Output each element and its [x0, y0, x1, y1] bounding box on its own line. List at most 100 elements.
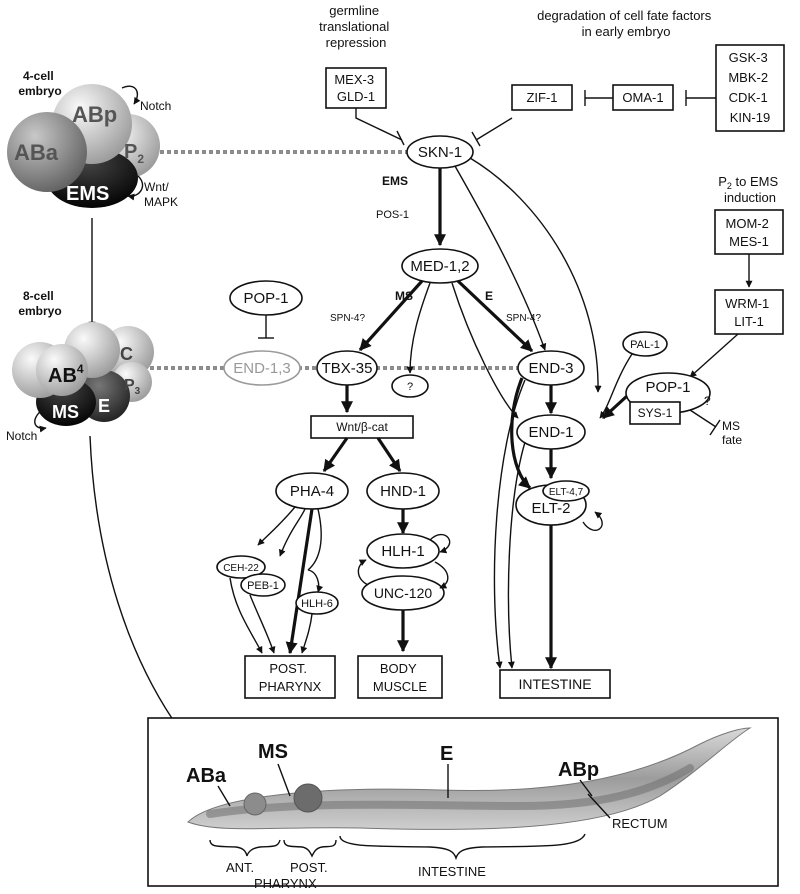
end1-label: END-1	[528, 424, 573, 441]
wrm1-label: WRM-1	[725, 296, 769, 311]
body-muscle-box	[357, 655, 443, 699]
peb1-label: PEB-1	[247, 580, 279, 592]
hlh6-label: HLH-6	[301, 598, 333, 610]
elt2-label: ELT-2	[532, 500, 571, 517]
unknown-ms-link: ?	[704, 394, 711, 408]
med12-to-end1	[451, 282, 519, 419]
pal1-label: PAL-1	[630, 339, 660, 351]
notch-label-4cell: Notch	[140, 99, 171, 113]
zif1-box	[511, 84, 573, 111]
end1-to-intestine	[507, 441, 526, 669]
sys1-box	[629, 401, 681, 425]
mex3-inhibits-skn1	[355, 108, 403, 141]
wnt-to-pha4	[322, 437, 349, 472]
mbk2-label: MBK-2	[728, 70, 768, 85]
gsk3-label: GSK-3	[729, 50, 768, 65]
pal1-node	[622, 331, 668, 357]
svg-text:MOM-2 MES-1: MOM-2 MES-1	[726, 216, 773, 249]
embryo-to-worm-arrow	[89, 435, 181, 731]
end3-to-intestine	[493, 379, 526, 669]
wnt-mapk-arrow	[127, 175, 144, 201]
cell-e-label: E	[98, 396, 110, 416]
mom2-mes1-box	[714, 209, 784, 255]
unc120-label: UNC-120	[374, 585, 433, 601]
cell-ems-label: EMS	[66, 183, 109, 205]
anterior-bulb	[243, 792, 267, 816]
pha4-to-pharynx	[285, 508, 314, 655]
post-label: POST.	[269, 661, 307, 676]
notch-label-8cell: Notch	[6, 429, 37, 443]
post-pharynx-brace	[283, 839, 337, 858]
end3-to-elt2	[510, 377, 532, 490]
worm-e-label: E	[440, 743, 453, 765]
wnt-bcat-label: Wnt/β-cat	[336, 420, 388, 434]
cell-p3-label: P3	[124, 377, 141, 397]
zif1-label: ZIF-1	[526, 90, 557, 105]
body-label: BODY	[380, 661, 417, 676]
pos1-label: POS-1	[376, 209, 409, 221]
eight-cell-title: 8-cell embryo	[18, 289, 61, 318]
worm-abp-label: ABp	[558, 759, 599, 781]
end13-label: END-1,3	[233, 360, 291, 377]
pha4-to-ceh22	[257, 506, 296, 546]
hlh1-label: HLH-1	[381, 543, 424, 560]
med12-to-tbx35	[358, 279, 424, 352]
med12-to-end3	[456, 279, 534, 353]
notch-arrow-4cell	[121, 85, 141, 105]
spn4-ms-label: SPN-4?	[330, 313, 365, 324]
germline-label: germline translational repression	[319, 3, 393, 50]
wrm1-to-pop1	[689, 333, 739, 378]
oma1-box	[612, 84, 674, 111]
end3-label: END-3	[528, 360, 573, 377]
ems-branch-label: EMS	[382, 174, 408, 188]
worm-intestine-label: INTESTINE	[418, 864, 486, 879]
intestine-label: INTESTINE	[518, 676, 591, 692]
lit1-label: LIT-1	[734, 314, 764, 329]
skn1-to-end3	[454, 165, 547, 351]
hlh1-autoregulation	[429, 533, 451, 554]
hlh1-node	[366, 533, 440, 569]
cell-aba-label: ABa	[14, 140, 59, 165]
hnd1-label: HND-1	[380, 483, 426, 500]
tbx35-label: TBX-35	[322, 360, 373, 377]
svg-text:WRM-1 LIT-1: WRM-1 LIT-1	[725, 296, 773, 329]
svg-text:BODY MUSCLE: BODY MUSCLE	[373, 661, 428, 694]
pop1-inhibits-ms-fate	[689, 409, 717, 428]
wnt-bcat-box	[310, 415, 414, 439]
notch-arrow-8cell	[34, 409, 47, 433]
elt2-autoregulation	[582, 511, 603, 531]
svg-text:MEX-3 GLD-1: MEX-3 GLD-1	[334, 72, 377, 104]
unknown-factor-label: ?	[407, 381, 413, 393]
end13-node	[223, 350, 301, 386]
cell-abp-label: ABp	[72, 102, 117, 127]
worm-post-label: POST.	[290, 860, 328, 875]
mex3-label: MEX-3	[334, 72, 374, 87]
svg-text:POST. PHARYNX: POST. PHARYNX	[259, 661, 322, 694]
ceh22-node	[216, 555, 266, 579]
induction-label: P2 to EMS induction	[718, 174, 782, 205]
oma1-label: OMA-1	[622, 90, 663, 105]
pha4-to-hlh6	[307, 569, 324, 593]
ms-branch-label: MS	[395, 289, 413, 303]
cell-aba	[7, 112, 87, 192]
eight-cell-embryo: 8-cell embryo AB4 C P3 MS E Notch	[6, 289, 154, 443]
mex3-gld1-box	[325, 67, 387, 109]
spn4-e-label: SPN-4?	[506, 313, 541, 324]
unc120-to-hlh1	[357, 559, 369, 586]
kin19-label: KIN-19	[730, 110, 770, 125]
cell-ab-label: AB4	[48, 362, 84, 387]
ceh22-label: CEH-22	[223, 563, 259, 574]
worm-aba-label: ABa	[186, 765, 227, 787]
cell-ab-c	[36, 344, 88, 396]
cell-c-label: C	[120, 344, 133, 364]
worm-illustration	[187, 727, 752, 830]
sys1-label: SYS-1	[638, 406, 673, 420]
elt47-label: ELT-4,7	[549, 487, 584, 498]
worm-gut	[206, 764, 694, 818]
wrm1-lit1-box	[714, 289, 784, 335]
hlh6-node	[295, 591, 339, 615]
cdk1-label: CDK-1	[729, 90, 768, 105]
pop1-right-label: POP-1	[645, 379, 690, 396]
med12-to-unknown	[406, 282, 431, 374]
elt47-node	[542, 480, 590, 502]
